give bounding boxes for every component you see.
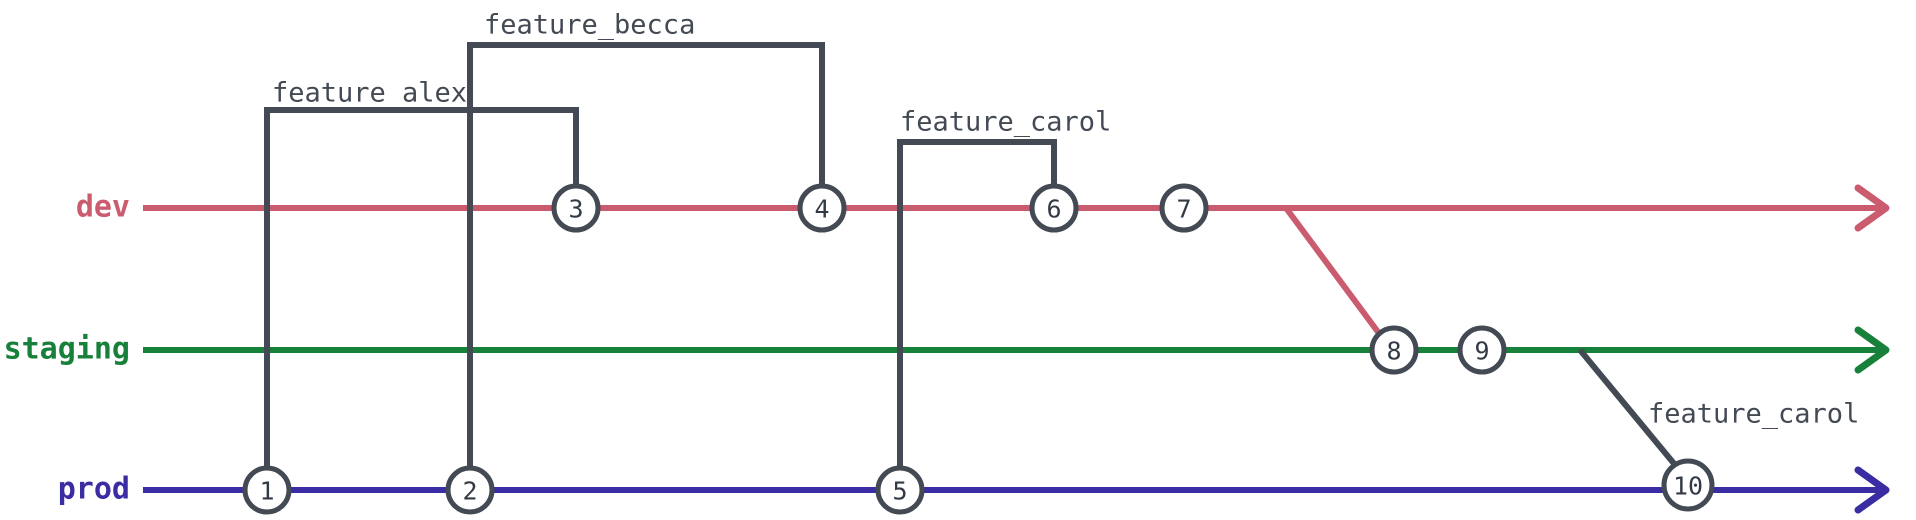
commit-label-6: 6 (1046, 195, 1061, 224)
branch-labels: feature_alex feature_becca feature_carol… (272, 10, 1859, 430)
branch-label-feature-carol-dev: feature_carol (900, 107, 1111, 138)
commit-label-8: 8 (1386, 337, 1401, 366)
branch-label-feature-carol-prod: feature_carol (1648, 399, 1859, 430)
commit-circle-3[interactable] (551, 183, 601, 233)
lane-lines (143, 205, 1880, 493)
merge-path-dev-to-staging (1283, 206, 1381, 334)
commit-label-2: 2 (462, 477, 477, 506)
commit-label-9: 9 (1474, 337, 1489, 366)
commit-node-5[interactable]: 5 (875, 465, 925, 515)
merge-paths (1283, 206, 1679, 468)
commit-circle-5[interactable] (875, 465, 925, 515)
commit-node-8[interactable]: 8 (1369, 325, 1419, 375)
commit-node-6[interactable]: 6 (1029, 183, 1079, 233)
branch-path-feature-carol (897, 139, 1057, 490)
lane-arrowheads (1854, 184, 1890, 514)
commit-node-7[interactable]: 7 (1159, 183, 1209, 233)
branch-paths (264, 42, 1057, 490)
commit-node-9[interactable]: 9 (1457, 325, 1507, 375)
commit-circle-10[interactable] (1661, 458, 1715, 512)
lane-labels: dev staging prod (4, 190, 130, 507)
commit-node-10[interactable]: 10 (1661, 458, 1715, 512)
commit-circle-4[interactable] (797, 183, 847, 233)
arrow-head-prod-icon (1854, 466, 1890, 514)
commit-circle-2[interactable] (445, 465, 495, 515)
commit-node-1[interactable]: 1 (242, 465, 292, 515)
merge-path-staging-to-prod (1577, 348, 1679, 468)
branch-path-feature-alex (264, 107, 579, 490)
commit-label-10: 10 (1673, 472, 1703, 501)
commit-label-5: 5 (892, 477, 907, 506)
arrow-head-dev-icon (1854, 184, 1890, 232)
branch-label-feature-becca: feature_becca (484, 10, 695, 41)
commit-label-4: 4 (814, 195, 829, 224)
arrow-head-staging-icon (1854, 326, 1890, 374)
branch-label-feature-alex: feature_alex (272, 78, 467, 109)
branch-path-feature-becca (467, 42, 825, 490)
lane-label-prod: prod (58, 472, 130, 507)
commit-circle-9[interactable] (1457, 325, 1507, 375)
commit-circle-1[interactable] (242, 465, 292, 515)
commit-circle-8[interactable] (1369, 325, 1419, 375)
commit-label-3: 3 (568, 195, 583, 224)
commit-label-7: 7 (1176, 195, 1191, 224)
commit-circle-7[interactable] (1159, 183, 1209, 233)
commit-label-1: 1 (259, 477, 274, 506)
commit-node-4[interactable]: 4 (797, 183, 847, 233)
commit-node-2[interactable]: 2 (445, 465, 495, 515)
commit-circle-6[interactable] (1029, 183, 1079, 233)
commit-nodes: 1 2 3 4 5 6 (242, 183, 1715, 515)
lane-label-dev: dev (76, 190, 130, 225)
lane-label-staging: staging (4, 332, 130, 367)
commit-node-3[interactable]: 3 (551, 183, 601, 233)
